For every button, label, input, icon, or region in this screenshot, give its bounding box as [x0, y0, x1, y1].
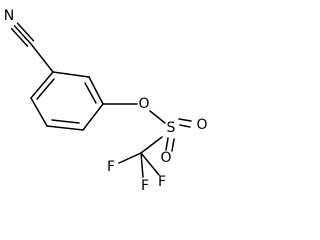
- ring-bond-2: [30, 97, 48, 127]
- ring-double-bond-c: [84, 82, 97, 104]
- atom-nitrile-nitrogen: N: [4, 8, 14, 24]
- atom-fluorine-bottom: F: [141, 178, 149, 194]
- ring-bond-5: [88, 76, 104, 105]
- carbon-fluorine-bottom-bond: [140, 152, 144, 178]
- ring-double-bond-a: [36, 78, 55, 100]
- ring-double-bond-b: [51, 119, 80, 124]
- ring-bond-6: [52, 71, 90, 78]
- lower-double-bond-b: [171, 138, 175, 152]
- upper-double-bond-b: [178, 118, 192, 122]
- sulfur-carbon-bond: [140, 136, 163, 154]
- nitrile-triple-bond-a: [13, 25, 32, 45]
- nitrile-triple-bond-b: [10, 27, 29, 47]
- lower-double-bond-a: [165, 137, 169, 151]
- atom-sulfonyl-oxygen-upper: O: [196, 117, 207, 133]
- nitrile-triple-bond-c: [16, 22, 35, 42]
- ring-bond-1: [30, 71, 54, 99]
- atom-fluorine-right: F: [158, 174, 166, 190]
- nitrile-to-ring-bond: [29, 42, 54, 73]
- sulfonyl-upper-double-bond: [178, 118, 192, 128]
- benzene-ring: [30, 71, 104, 131]
- upper-double-bond-a: [179, 124, 191, 128]
- chemical-structure: N O S O O F F F: [4, 8, 208, 194]
- nitrile-group: [10, 22, 54, 73]
- atom-ester-oxygen: O: [138, 96, 149, 112]
- sulfonyl-lower-double-bond: [165, 137, 175, 152]
- ring-bond-4: [82, 103, 104, 131]
- atom-fluorine-left: F: [107, 159, 115, 175]
- ring-bond-3: [46, 125, 84, 131]
- carbon-fluorine-right-bond: [140, 152, 160, 176]
- oxygen-sulfur-bond: [149, 110, 166, 124]
- atom-sulfur: S: [167, 120, 176, 136]
- carbon-fluorine-left-bond: [118, 152, 142, 164]
- atom-sulfonyl-oxygen-lower: O: [160, 150, 171, 166]
